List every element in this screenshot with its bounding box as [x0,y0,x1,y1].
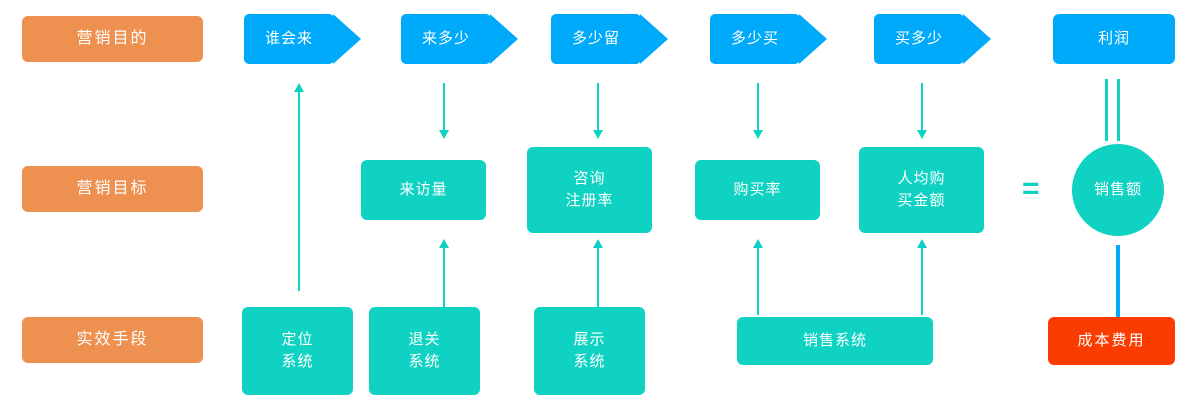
node-who-comes[interactable]: 谁会来 [244,14,361,64]
arrow-down-howmanybuy-to-purchaserate [747,83,769,139]
node-how-many-buy[interactable]: 多少买 [710,14,827,64]
node-cost-expense[interactable]: 成本费用 [1048,317,1175,365]
line-shaft [1116,245,1120,317]
node-sales-system-label: 销售系统 [802,332,867,350]
node-how-many-buy-label: 多少买 [730,30,779,48]
node-cost-expense-label: 成本费用 [1077,332,1146,350]
arrow-up-positioning-to-who [288,83,310,291]
node-how-many-come[interactable]: 来多少 [401,14,518,64]
line-sales-to-cost [1107,245,1129,317]
chevron-tip-icon [640,14,668,64]
arrow-shaft [597,83,599,132]
node-buy-how-much-label: 买多少 [894,30,943,48]
arrow-down-buyhowmuch-to-avgamount [911,83,933,139]
node-sales-system[interactable]: 销售系统 [737,317,933,365]
node-who-comes-label: 谁会来 [264,30,313,48]
node-how-many-stay[interactable]: 多少留 [551,14,668,64]
arrow-head-up-icon [593,239,603,248]
arrow-shaft [757,246,759,315]
row-label-goal: 营销目标 [22,166,203,212]
node-profit-label: 利润 [1097,30,1130,48]
arrow-shaft [921,83,923,132]
chevron-tip-icon [799,14,827,64]
node-retreat-system[interactable]: 退关 系统 [369,307,480,395]
chevron-tip-icon [490,14,518,64]
node-buy-how-much[interactable]: 买多少 [874,14,991,64]
arrow-up-salessystem-to-purchaserate [747,239,769,315]
row-label-means: 实效手段 [22,317,203,363]
node-visits[interactable]: 来访量 [361,160,486,220]
arrow-head-down-icon [439,130,449,139]
equals-link-profit-to-sales [1098,79,1130,141]
arrow-head-down-icon [917,130,927,139]
equals-operator-text: = [1022,172,1040,205]
arrow-up-retreat-to-visits [433,239,455,307]
row-label-means-text: 实效手段 [76,331,149,349]
node-how-many-stay-label: 多少留 [571,30,620,48]
node-purchase-rate[interactable]: 购买率 [695,160,820,220]
node-visits-label: 来访量 [399,181,448,199]
arrow-shaft [298,90,300,291]
arrow-head-up-icon [753,239,763,248]
node-display-system-label: 展示 系统 [573,331,606,370]
node-avg-purchase-amount[interactable]: 人均购 买金额 [859,147,984,233]
node-consult-register-rate-label: 咨询 注册率 [565,170,614,209]
arrow-shaft [597,246,599,307]
row-label-goal-text: 营销目标 [76,180,149,198]
chevron-tip-icon [333,14,361,64]
node-purchase-rate-label: 购买率 [733,181,782,199]
arrow-shaft [757,83,759,132]
arrow-head-up-icon [294,83,304,92]
node-profit[interactable]: 利润 [1053,14,1175,64]
node-consult-register-rate[interactable]: 咨询 注册率 [527,147,652,233]
node-positioning-system[interactable]: 定位 系统 [242,307,353,395]
arrow-down-howmanycome-to-visits [433,83,455,139]
chevron-tip-icon [963,14,991,64]
node-retreat-system-label: 退关 系统 [408,331,441,370]
arrow-head-up-icon [917,239,927,248]
node-how-many-come-label: 来多少 [421,30,470,48]
row-label-purpose-text: 营销目的 [76,30,149,48]
equals-link-bar-right [1117,79,1120,141]
row-label-purpose: 营销目的 [22,16,203,62]
arrow-shaft [443,83,445,132]
node-display-system[interactable]: 展示 系统 [534,307,645,395]
arrow-head-up-icon [439,239,449,248]
equals-link-bar-left [1105,79,1108,141]
arrow-down-howmanystay-to-consult [587,83,609,139]
arrow-up-display-to-consult [587,239,609,307]
equals-operator: = [1022,174,1040,204]
node-avg-purchase-amount-label: 人均购 买金额 [897,170,946,209]
arrow-head-down-icon [593,130,603,139]
arrow-shaft [921,246,923,315]
node-positioning-system-label: 定位 系统 [281,331,314,370]
arrow-shaft [443,246,445,307]
arrow-head-down-icon [753,130,763,139]
node-sales-amount[interactable]: 销售额 [1072,144,1164,236]
arrow-up-salessystem-to-avgamount [911,239,933,315]
node-sales-amount-label: 销售额 [1093,181,1142,199]
